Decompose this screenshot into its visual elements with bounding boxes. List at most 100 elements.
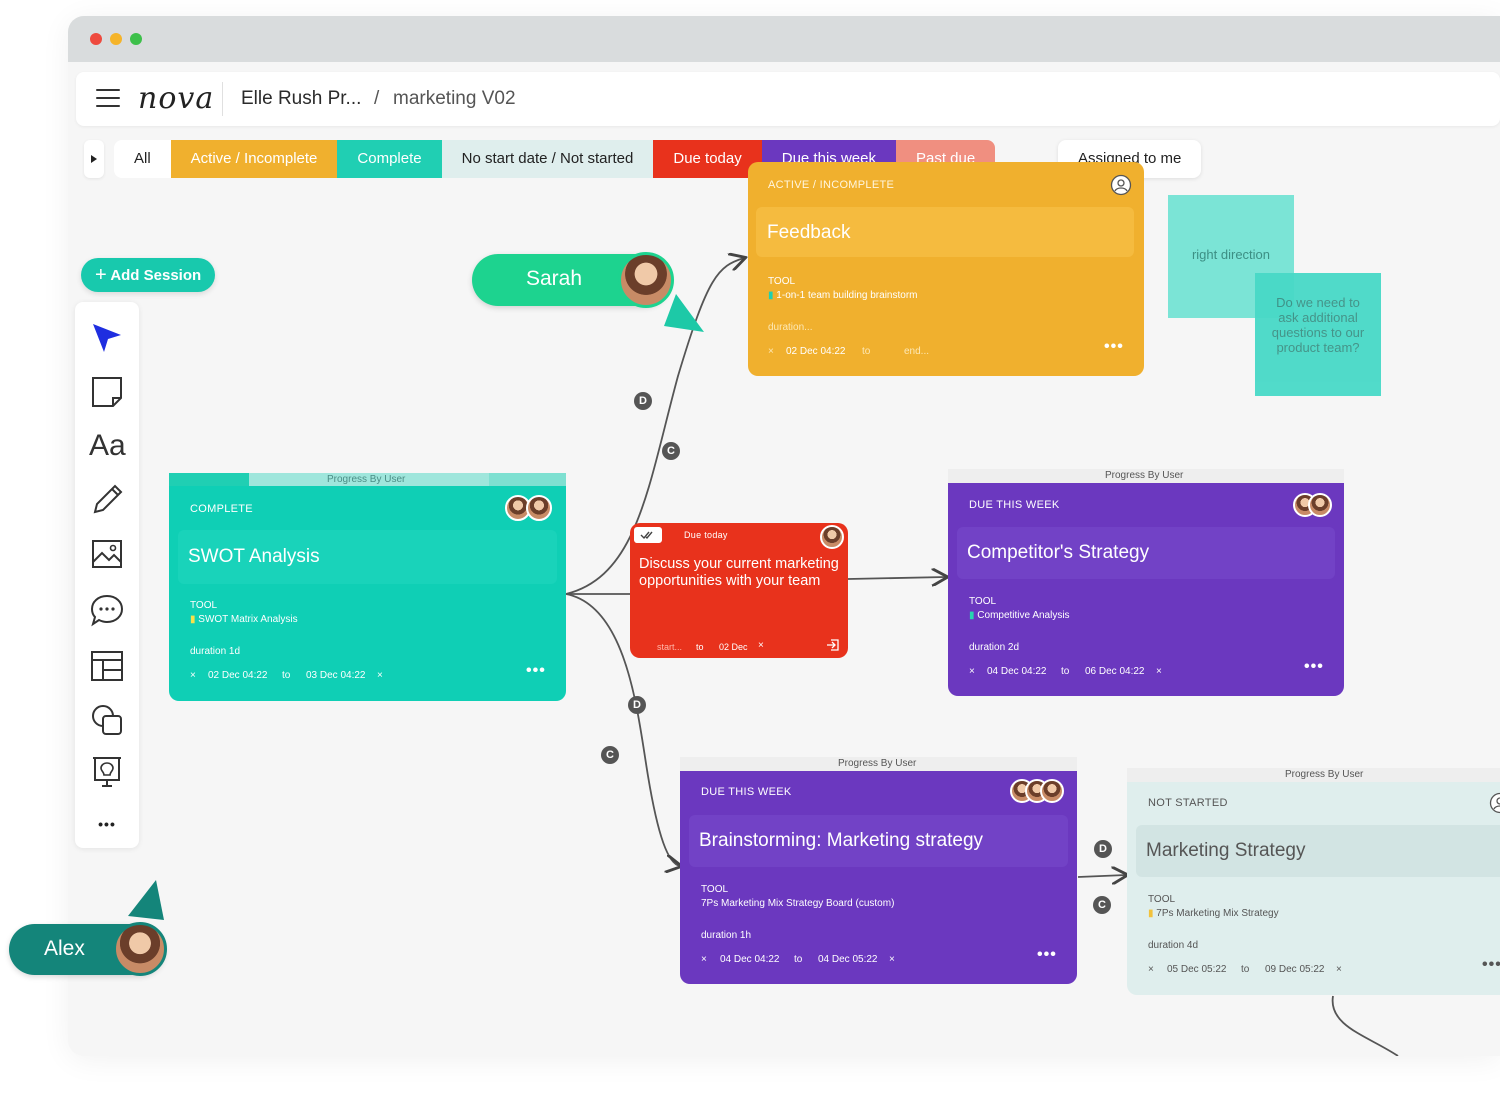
sticky-note-icon[interactable] — [89, 374, 125, 410]
competitor-duration[interactable]: duration 2d — [969, 642, 1020, 653]
feedback-more-icon[interactable]: ••• — [1104, 338, 1124, 355]
sarah-name: Sarah — [526, 267, 583, 290]
feedback-duration[interactable]: duration... — [768, 322, 813, 333]
brainstorm-card[interactable]: DUE THIS WEEK Brainstorming: Marketing s… — [680, 771, 1077, 984]
connector-badge-c[interactable]: C — [601, 746, 619, 764]
discuss-start[interactable]: start... — [657, 642, 683, 652]
swot-start[interactable]: 02 Dec 04:22 — [208, 670, 268, 681]
breadcrumb-project[interactable]: Elle Rush Pr... — [241, 88, 362, 109]
assign-user-icon[interactable] — [1110, 174, 1132, 196]
expand-filters-button[interactable] — [84, 140, 104, 178]
sarah-cursor-icon — [664, 294, 704, 332]
swot-more-icon[interactable]: ••• — [526, 662, 546, 679]
competitor-start-clear-icon[interactable]: × — [969, 666, 975, 677]
swot-end[interactable]: 03 Dec 04:22 — [306, 670, 366, 681]
competitor-start[interactable]: 04 Dec 04:22 — [987, 666, 1047, 677]
brainstorm-tool[interactable]: 7Ps Marketing Mix Strategy Board (custom… — [701, 898, 895, 909]
alex-name: Alex — [44, 937, 85, 960]
filter-complete[interactable]: Complete — [337, 140, 442, 178]
more-tools-icon[interactable]: ••• — [98, 816, 116, 832]
done-check-icon[interactable] — [634, 527, 662, 543]
feedback-tool-name: 1-on-1 team building brainstorm — [776, 290, 918, 301]
table-icon[interactable] — [89, 648, 125, 684]
sticky-note-question[interactable]: Do we need to ask additional questions t… — [1255, 273, 1381, 396]
competitor-end-clear-icon[interactable]: × — [1156, 666, 1162, 677]
filter-bar: All Active / Incomplete Complete No star… — [84, 140, 996, 178]
marketing-start-clear-icon[interactable]: × — [1148, 964, 1154, 975]
shapes-icon[interactable] — [89, 702, 125, 738]
swot-title[interactable]: SWOT Analysis — [188, 546, 320, 567]
text-tool-icon[interactable]: Aa — [89, 429, 126, 462]
swot-end-clear-icon[interactable]: × — [377, 670, 383, 681]
marketing-start[interactable]: 05 Dec 05:22 — [1167, 964, 1227, 975]
brainstorm-end[interactable]: 04 Dec 05:22 — [818, 954, 878, 965]
competitor-title[interactable]: Competitor's Strategy — [967, 542, 1150, 563]
filter-not-started[interactable]: No start date / Not started — [441, 140, 654, 178]
competitor-progress-label: Progress By User — [1105, 470, 1184, 481]
brainstorm-end-clear-icon[interactable]: × — [889, 954, 895, 965]
discuss-end[interactable]: 02 Dec — [719, 642, 748, 652]
marketing-end[interactable]: 09 Dec 05:22 — [1265, 964, 1325, 975]
feedback-card[interactable]: ACTIVE / INCOMPLETE Feedback TOOL ▮ 1-on… — [748, 162, 1144, 376]
comment-icon[interactable] — [89, 592, 125, 628]
marketing-tool[interactable]: ▮ 7Ps Marketing Mix Strategy — [1148, 908, 1279, 919]
presentation-idea-icon[interactable] — [89, 754, 125, 790]
swot-progress-fill-1 — [169, 473, 249, 488]
connector-badge-d[interactable]: D — [628, 696, 646, 714]
feedback-tool[interactable]: ▮ 1-on-1 team building brainstorm — [768, 290, 917, 301]
maximize-window-button[interactable] — [130, 33, 142, 45]
add-session-label: Add Session — [110, 267, 202, 284]
swot-card[interactable]: COMPLETE SWOT Analysis TOOL ▮ SWOT Matri… — [169, 486, 566, 701]
competitor-tool-label: TOOL — [969, 596, 997, 607]
sarah-cursor-label: Sarah — [472, 252, 674, 308]
competitor-tool[interactable]: ▮ Competitive Analysis — [969, 610, 1070, 621]
tool-marker-icon: ▮ — [969, 610, 975, 621]
brainstorm-title[interactable]: Brainstorming: Marketing strategy — [699, 830, 984, 851]
discuss-title[interactable]: Discuss your current marketing opportuni… — [639, 556, 839, 589]
feedback-end[interactable]: end... — [904, 346, 930, 357]
swot-progress-fill-2 — [489, 473, 566, 488]
connector-badge-c[interactable]: C — [1093, 896, 1111, 914]
connector-badge-d[interactable]: D — [1094, 840, 1112, 858]
brainstorm-progress-label: Progress By User — [838, 758, 917, 769]
brainstorm-duration[interactable]: duration 1h — [701, 930, 752, 941]
brainstorm-progress-bar: Progress By User — [680, 757, 1077, 771]
connector-badge-c[interactable]: C — [662, 442, 680, 460]
connector-badge-d[interactable]: D — [634, 392, 652, 410]
open-session-icon[interactable] — [826, 638, 840, 652]
competitor-end[interactable]: 06 Dec 04:22 — [1085, 666, 1145, 677]
swot-duration[interactable]: duration 1d — [190, 646, 241, 657]
marketing-end-clear-icon[interactable]: × — [1336, 964, 1342, 975]
image-icon[interactable] — [89, 536, 125, 572]
feedback-title[interactable]: Feedback — [767, 222, 851, 243]
competitor-progress-bar: Progress By User — [948, 469, 1344, 483]
brainstorm-start[interactable]: 04 Dec 04:22 — [720, 954, 780, 965]
filter-all[interactable]: All — [114, 140, 171, 178]
filter-active-incomplete[interactable]: Active / Incomplete — [170, 140, 338, 178]
marketing-title[interactable]: Marketing Strategy — [1146, 840, 1306, 861]
swot-tool[interactable]: ▮ SWOT Matrix Analysis — [190, 614, 298, 625]
competitor-card[interactable]: DUE THIS WEEK Competitor's Strategy TOOL… — [948, 483, 1344, 696]
marketing-assign-user-icon[interactable] — [1489, 792, 1500, 814]
minimize-window-button[interactable] — [110, 33, 122, 45]
marketing-to: to — [1241, 964, 1250, 975]
pencil-icon[interactable] — [89, 482, 125, 518]
marketing-duration[interactable]: duration 4d — [1148, 940, 1199, 951]
feedback-start-clear-icon[interactable]: × — [768, 346, 774, 357]
connector-swot-brainstorm — [565, 593, 680, 866]
discuss-card[interactable]: Due today Discuss your current marketing… — [630, 523, 848, 658]
brainstorm-start-clear-icon[interactable]: × — [701, 954, 707, 965]
marketing-card[interactable]: NOT STARTED Marketing Strategy TOOL ▮ 7P… — [1127, 782, 1500, 995]
hamburger-menu-icon[interactable] — [96, 89, 120, 109]
add-session-button[interactable]: + Add Session — [81, 258, 215, 292]
swot-status: COMPLETE — [190, 503, 253, 515]
swot-start-clear-icon[interactable]: × — [190, 670, 196, 681]
filter-due-today[interactable]: Due today — [653, 140, 762, 178]
competitor-more-icon[interactable]: ••• — [1304, 658, 1324, 675]
select-pointer-icon[interactable] — [89, 320, 125, 356]
close-window-button[interactable] — [90, 33, 102, 45]
feedback-start[interactable]: 02 Dec 04:22 — [786, 346, 846, 357]
brainstorm-more-icon[interactable]: ••• — [1037, 946, 1057, 963]
discuss-end-clear-icon[interactable]: × — [758, 640, 764, 651]
marketing-more-icon[interactable]: ••• — [1482, 956, 1500, 973]
